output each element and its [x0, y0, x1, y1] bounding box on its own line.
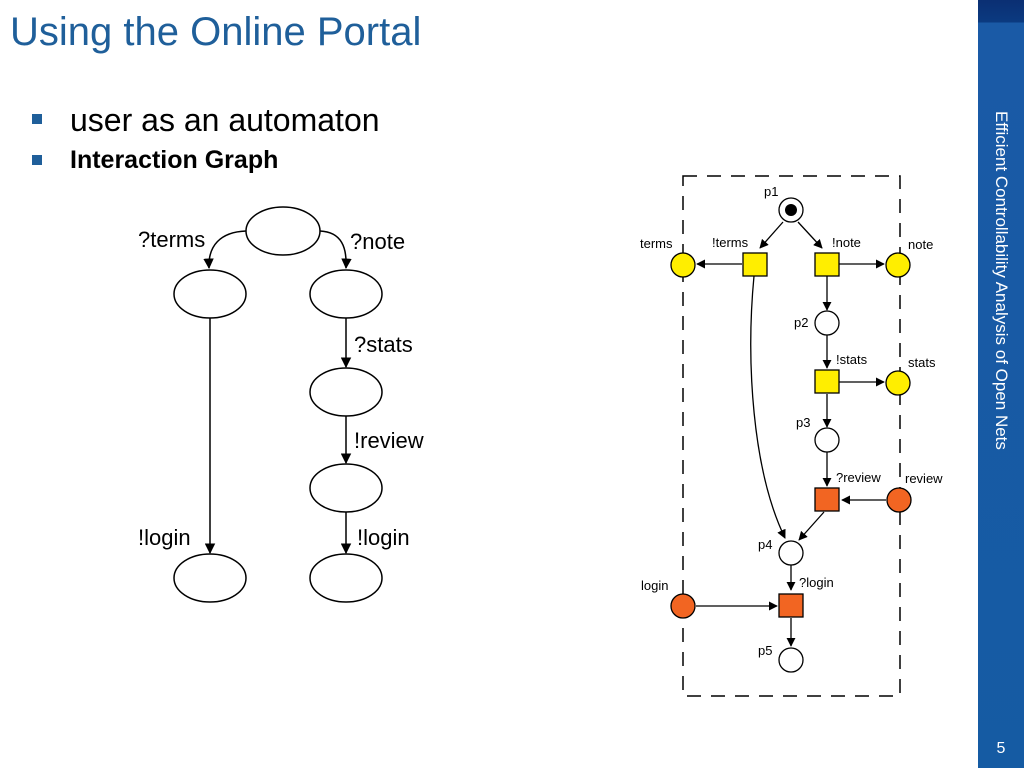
arc-p1-terms: [759, 221, 784, 249]
ig-node-login-left: [173, 553, 247, 603]
sidebar-title: Efficient Controllability Analysis of Op…: [992, 110, 1011, 450]
place-p2: [814, 310, 840, 336]
open-net-labels: p1 p2 p3 p4 p5 !terms !note !stats ?revi…: [640, 184, 943, 658]
ig-label-review: !review: [354, 428, 424, 453]
ig-label-stats: ?stats: [354, 332, 413, 357]
place-review: [886, 487, 912, 513]
label-t-terms: !terms: [712, 235, 749, 250]
slide-title: Using the Online Portal: [10, 10, 422, 54]
label-i-note: note: [908, 237, 933, 252]
ig-label-login-right: !login: [357, 525, 410, 550]
transition-terms: [742, 252, 768, 277]
label-p5: p5: [758, 643, 772, 658]
arc-p1-note: [797, 221, 823, 249]
ig-node-stats: [309, 367, 383, 417]
ig-node-terms: [173, 269, 247, 319]
place-p4: [778, 540, 804, 566]
label-i-stats: stats: [908, 355, 936, 370]
place-stats: [885, 370, 911, 396]
bullet-square-icon: [32, 155, 42, 165]
place-terms: [670, 252, 696, 278]
bullet-item: user as an automaton: [32, 102, 380, 146]
place-login: [670, 593, 696, 619]
interaction-graph: [173, 206, 383, 603]
ig-label-login-left: !login: [138, 525, 191, 550]
place-p3: [814, 427, 840, 453]
open-net-boundary: [682, 175, 901, 697]
ig-edge-terms: [203, 230, 247, 270]
ig-label-terms: ?terms: [138, 227, 205, 252]
label-t-note: !note: [832, 235, 861, 250]
ig-label-note: ?note: [350, 229, 405, 254]
bullet-item: Interaction Graph: [32, 146, 380, 175]
label-p1: p1: [764, 184, 778, 199]
arc-terms-p4: [750, 275, 786, 539]
place-p5: [778, 647, 804, 673]
transition-stats: [814, 369, 840, 394]
ig-edge-note: [319, 230, 352, 270]
label-p2: p2: [794, 315, 808, 330]
arc-review-p4: [798, 511, 825, 541]
bullet-list: user as an automaton Interaction Graph: [32, 102, 380, 175]
bullet-text: user as an automaton: [70, 102, 380, 138]
interaction-graph-edges: [203, 230, 352, 555]
label-t-stats: !stats: [836, 352, 868, 367]
open-net-places: [670, 197, 912, 673]
page-number: 5: [996, 740, 1006, 757]
sidebar-band: [978, 0, 1024, 768]
label-t-login: ?login: [799, 575, 834, 590]
transition-note: [814, 252, 840, 277]
ig-node-root: [245, 206, 321, 256]
place-note: [885, 252, 911, 278]
ig-node-note: [309, 269, 383, 319]
bullet-text: Interaction Graph: [70, 146, 279, 174]
ig-node-review: [309, 463, 383, 513]
open-net-arcs: [696, 221, 886, 647]
ig-node-login-right: [309, 553, 383, 603]
label-i-terms: terms: [640, 236, 673, 251]
open-net-transitions: [742, 252, 840, 618]
label-t-review: ?review: [836, 470, 881, 485]
label-i-login: login: [641, 578, 668, 593]
transition-review: [814, 487, 840, 512]
label-p3: p3: [796, 415, 810, 430]
bullet-square-icon: [32, 114, 42, 124]
label-p4: p4: [758, 537, 772, 552]
transition-login: [778, 593, 804, 618]
diagram-canvas: ?terms ?note ?stats !review !login !logi…: [138, 175, 943, 697]
label-i-review: review: [905, 471, 943, 486]
place-p1-token: [785, 204, 797, 216]
interaction-graph-labels: ?terms ?note ?stats !review !login !logi…: [138, 227, 424, 550]
